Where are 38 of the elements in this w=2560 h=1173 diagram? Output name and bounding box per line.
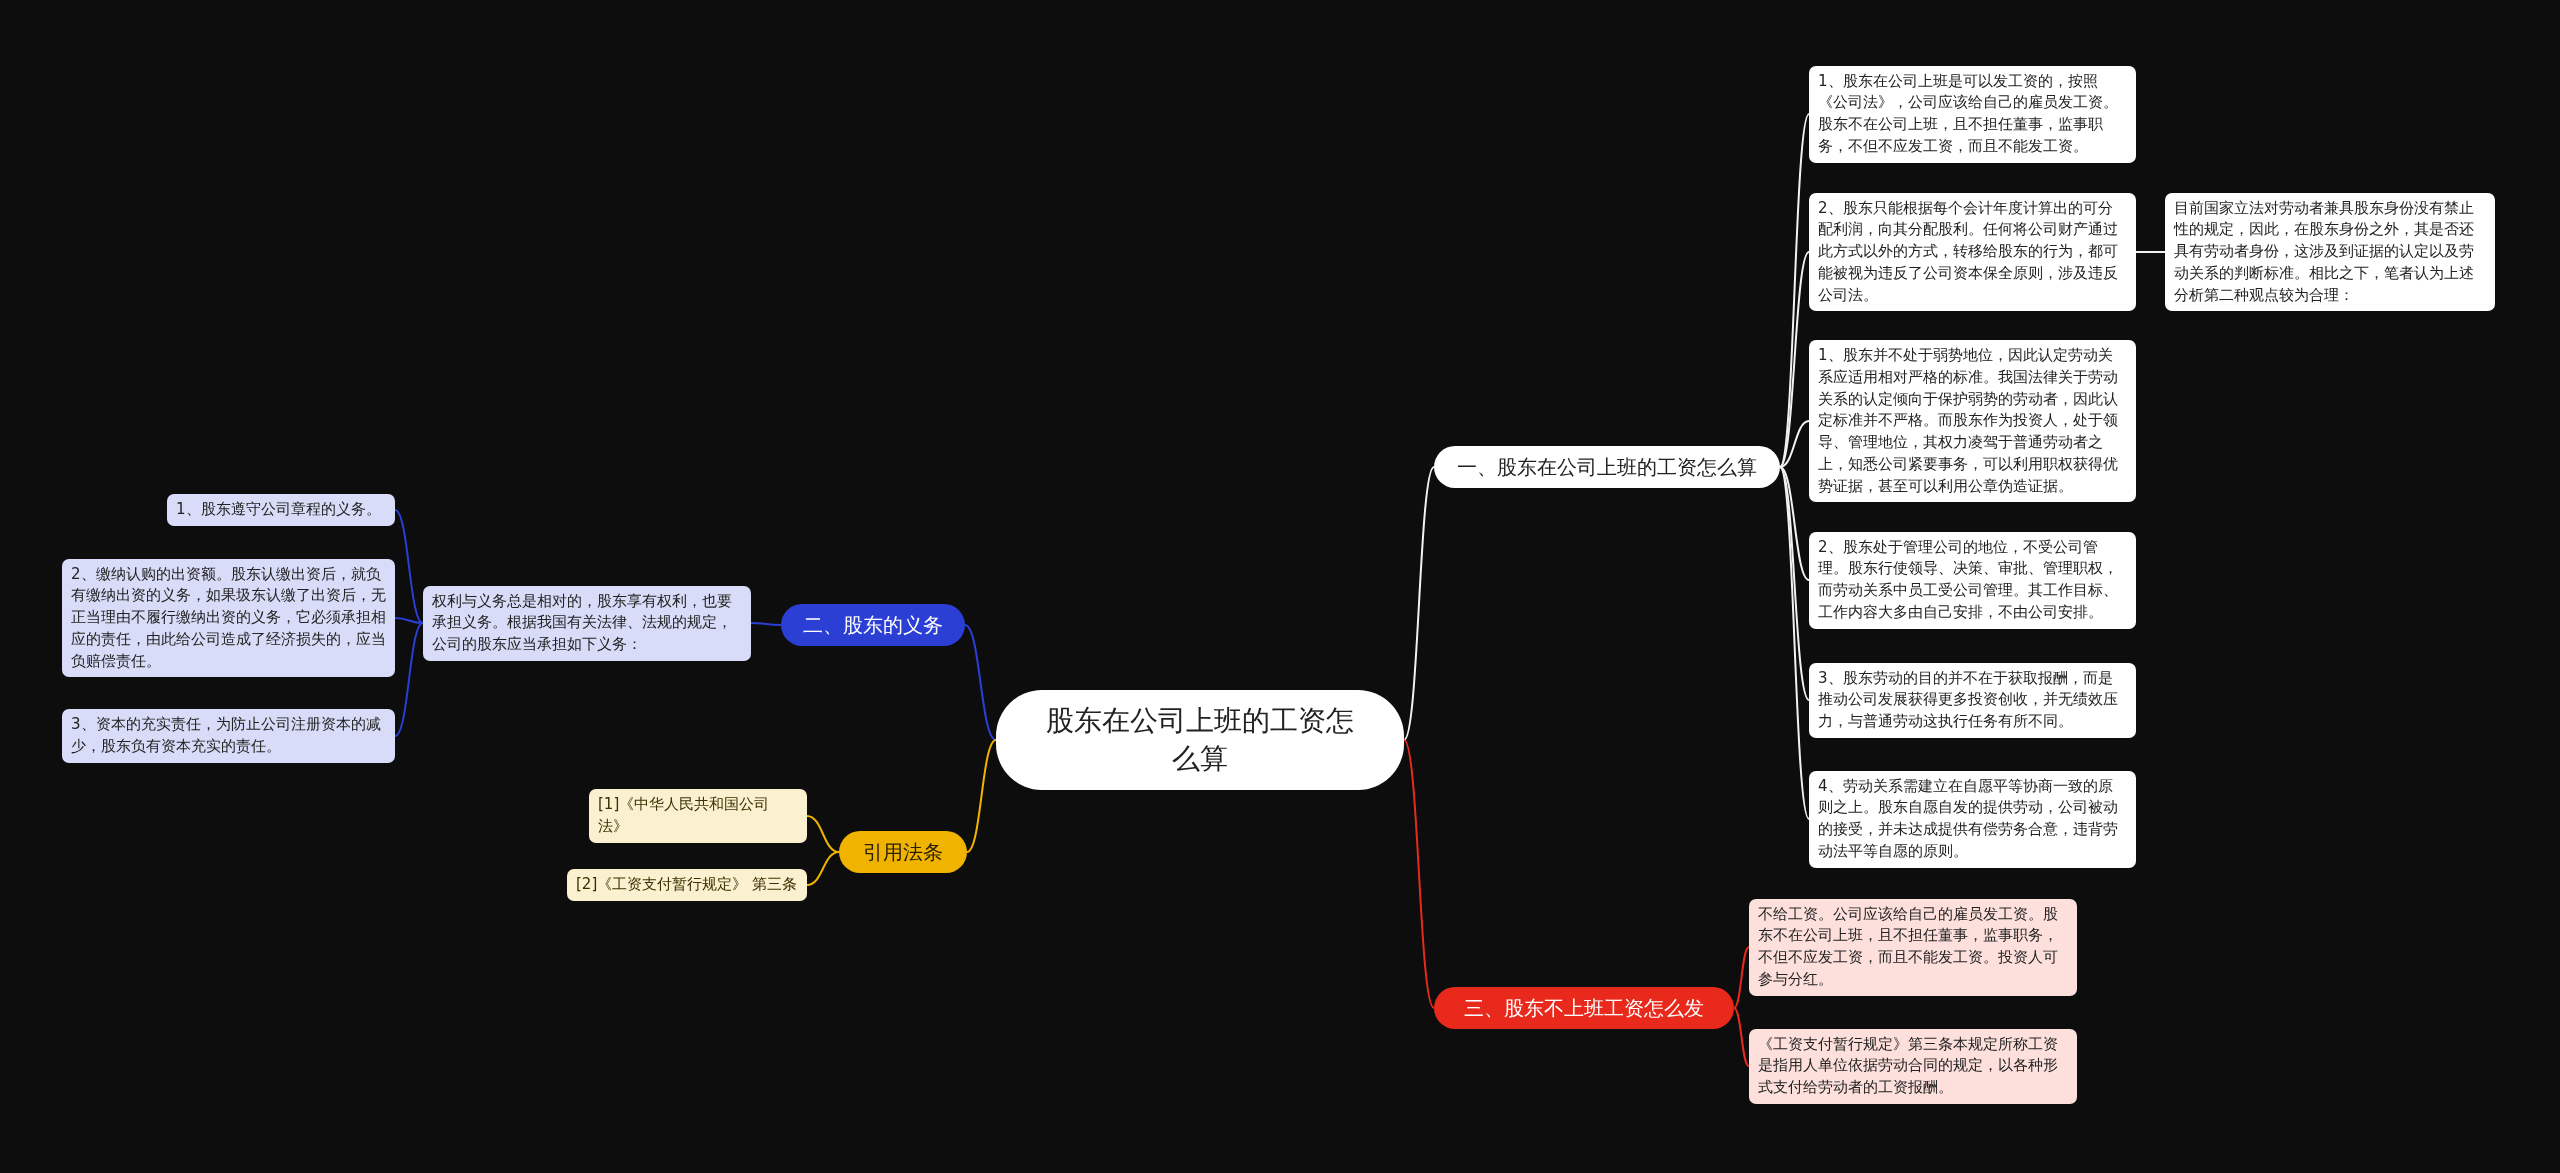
connector-line (1403, 466, 1435, 741)
text-card: 2、股东处于管理公司的地位，不受公司管理。股东行使领导、决策、审批、管理职权，而劳动关系中员工受公司管理。其工作目标、工作内容大多由自己安排，不由公司安排。 (1809, 531, 2136, 629)
connector-line (394, 509, 424, 624)
connector-line (964, 624, 997, 741)
text-card: 1、股东并不处于弱势地位，因此认定劳动关系应适用相对严格的标准。我国法律关于劳动关系的认定倾向于保护弱势的劳动者，因此认定标准并不严格。而股东作为投资人，处于领导、管理地位，其权力凌驾于普通劳动者之上，知悉公司紧要事务，可以利用职权获得优势证据，甚至可以利用公章伪造证据。 (1809, 340, 2136, 503)
connector-line (1733, 946, 1750, 1009)
connector-line (1779, 466, 1810, 820)
text-card: [2]《工资支付暂行规定》 第三条 (567, 869, 807, 901)
text-card: 1、股东遵守公司章程的义务。 (167, 494, 395, 526)
connector-line (1779, 251, 1810, 468)
connector-line (1779, 466, 1810, 581)
connector-line (1779, 113, 1810, 468)
connector-line (750, 622, 782, 626)
text-card: 4、劳动关系需建立在自愿平等协商一致的原则之上。股东自愿自发的提供劳动，公司被动的接受，并未达成提供有偿劳务合意，违背劳动法平等自愿的原则。 (1809, 770, 2136, 868)
connector-line (1779, 420, 1810, 468)
text-card: 3、资本的充实责任，为防止公司注册资本的减少，股东负有资本充实的责任。 (62, 709, 395, 763)
branch-topic: 一、股东在公司上班的工资怎么算 (1434, 446, 1780, 488)
branch-topic: 引用法条 (839, 831, 967, 873)
connector-line (966, 739, 997, 853)
text-card: 2、缴纳认购的出资额。股东认缴出资后，就负有缴纳出资的义务，如果圾东认缴了出资后，无正当理由不履行缴纳出资的义务，它必须承担相应的责任，由此给公司造成了经济损失的，应当负赔偿责任。 (62, 558, 395, 678)
connector-line (806, 851, 840, 886)
text-card: 2、股东只能根据每个会计年度计算出的可分配利润，向其分配股利。任何将公司财产通过此方式以外的方式，转移给股东的行为，都可能被视为违反了公司资本保全原则，涉及违反公司法。 (1809, 192, 2136, 312)
branch-topic: 二、股东的义务 (781, 604, 965, 646)
connector-line (394, 622, 424, 737)
connector-line (2135, 251, 2166, 253)
central-topic: 股东在公司上班的工资怎么算 (996, 690, 1404, 790)
text-card: 权利与义务总是相对的，股东享有权利，也要承担义务。根据我国有关法律、法规的规定，公司的股东应当承担如下义务： (423, 585, 751, 661)
text-card: 《工资支付暂行规定》第三条本规定所称工资是指用人单位依据劳动合同的规定，以各种形式支付给劳动者的工资报酬。 (1749, 1028, 2077, 1104)
branch-topic: 三、股东不上班工资怎么发 (1434, 987, 1734, 1029)
connector-line (1733, 1007, 1750, 1067)
connector-line (394, 617, 424, 624)
text-card: 不给工资。公司应该给自己的雇员发工资。股东不在公司上班，且不担任董事，监事职务，不但不应发工资，而且不能发工资。投资人可参与分红。 (1749, 898, 2077, 996)
text-card: 3、股东劳动的目的并不在于获取报酬，而是推动公司发展获得更多投资创收，并无绩效压力，与普通劳动这执行任务有所不同。 (1809, 662, 2136, 738)
text-card: [1]《中华人民共和国公司法》 (589, 789, 807, 843)
text-card: 1、股东在公司上班是可以发工资的，按照《公司法》，公司应该给自己的雇员发工资。股东不在公司上班，且不担任董事，监事职务，不但不应发工资，而且不能发工资。 (1809, 65, 2136, 163)
connector-line (1779, 466, 1810, 701)
connector-line (1403, 739, 1435, 1009)
text-card: 目前国家立法对劳动者兼具股东身份没有禁止性的规定，因此，在股东身份之外，其是否还具有劳动者身份，这涉及到证据的认定以及劳动关系的判断标准。相比之下，笔者认为上述分析第二种观点较为合理： (2165, 192, 2495, 312)
